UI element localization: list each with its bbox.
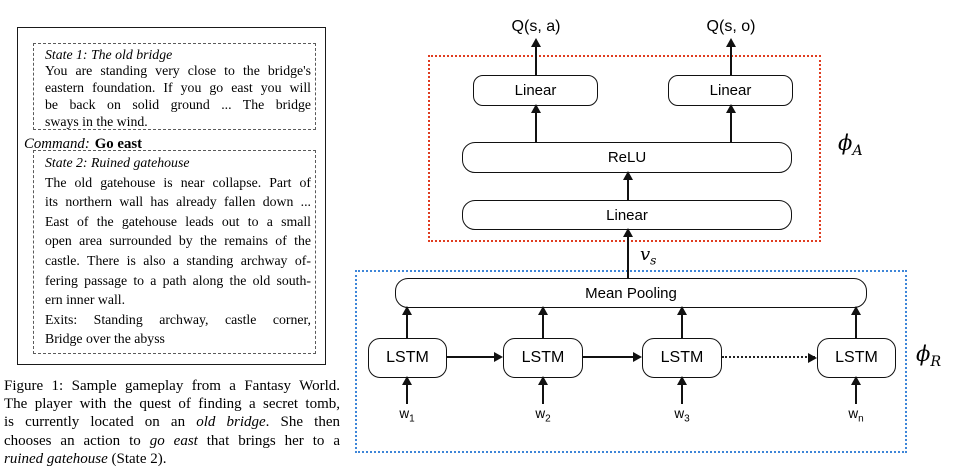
input-w1-label: w1 <box>386 406 428 425</box>
arrow-linear-to-qso <box>730 40 732 75</box>
w3-subscript: 3 <box>684 413 690 425</box>
phi-r-label: ϕR <box>916 342 941 370</box>
figure-caption: Figure 1: Sample gameplay from a Fantasy… <box>4 378 340 467</box>
state2-title: State 2: Ruined gatehouse <box>45 155 190 170</box>
lstm-unit-4: LSTM <box>817 338 896 378</box>
lstm-unit-3: LSTM <box>642 338 722 378</box>
wn-symbol: w <box>848 406 859 421</box>
vs-label: vs <box>640 244 656 268</box>
linear-object-box: Linear <box>668 75 793 106</box>
command-line: Command:Go east <box>24 136 142 153</box>
w1-symbol: w <box>399 406 410 421</box>
arrow-linear-to-qsa <box>535 40 537 75</box>
phi-a-symbol: ϕ <box>838 131 853 155</box>
arrow-relu-to-linear-a <box>535 106 537 142</box>
w2-symbol: w <box>535 406 546 421</box>
input-wn-label: wn <box>835 406 877 425</box>
arrow-w1-to-lstm1 <box>406 378 408 404</box>
gameplay-panel: State 1: The old bridge You are standing… <box>17 27 326 365</box>
arrow-lstm3-to-pooling <box>681 308 683 338</box>
arrow-lstm2-to-lstm3 <box>583 356 640 358</box>
wn-subscript: n <box>858 413 864 425</box>
arrow-lstm1-to-lstm2 <box>447 356 501 358</box>
arrow-w3-to-lstm3 <box>681 378 683 404</box>
state2-box: State 2: Ruined gatehouse The old gateho… <box>33 150 316 354</box>
arrow-lstm3-to-lstm4-dotted <box>722 356 815 358</box>
phi-a-subscript: A <box>852 143 863 160</box>
linear-action-box: Linear <box>473 75 598 106</box>
arrow-w2-to-lstm2 <box>542 378 544 404</box>
phi-r-symbol: ϕ <box>916 342 931 366</box>
input-w2-label: w2 <box>522 406 564 425</box>
lstm-unit-1: LSTM <box>368 338 447 378</box>
w3-symbol: w <box>674 406 685 421</box>
lstm-unit-2: LSTM <box>503 338 583 378</box>
vs-subscript: s <box>650 253 657 268</box>
state1-title: State 1: The old bridge <box>45 47 173 62</box>
vs-symbol: v <box>640 244 651 265</box>
arrow-lstm1-to-pooling <box>406 308 408 338</box>
state2-text: The old gatehouse is near collapse. Part… <box>45 174 311 347</box>
arrow-wn-to-lstm4 <box>855 378 857 404</box>
mean-pooling-box: Mean Pooling <box>395 278 867 308</box>
arrow-linear-to-relu <box>627 173 629 200</box>
command-label: Command: <box>24 136 90 152</box>
phi-r-subscript: R <box>930 354 942 371</box>
command-value: Go east <box>94 136 143 152</box>
linear-shared-box: Linear <box>462 200 792 230</box>
state1-text: You are standing very close to the bridg… <box>45 63 311 129</box>
input-w3-label: w3 <box>661 406 703 425</box>
representation-generator-frame <box>355 270 907 453</box>
w1-subscript: 1 <box>409 413 415 425</box>
phi-a-label: ϕA <box>838 131 863 159</box>
w2-subscript: 2 <box>545 413 551 425</box>
q-sa-output-label: Q(s, a) <box>511 18 561 35</box>
arrow-vs-to-linear <box>627 230 629 278</box>
arrow-lstm2-to-pooling <box>542 308 544 338</box>
arrow-lstm4-to-pooling <box>855 308 857 338</box>
state1-box: State 1: The old bridge You are standing… <box>33 43 316 130</box>
relu-box: ReLU <box>462 142 792 173</box>
q-so-output-label: Q(s, o) <box>706 18 756 35</box>
action-scorer-frame <box>428 55 821 242</box>
arrow-relu-to-linear-o <box>730 106 732 142</box>
